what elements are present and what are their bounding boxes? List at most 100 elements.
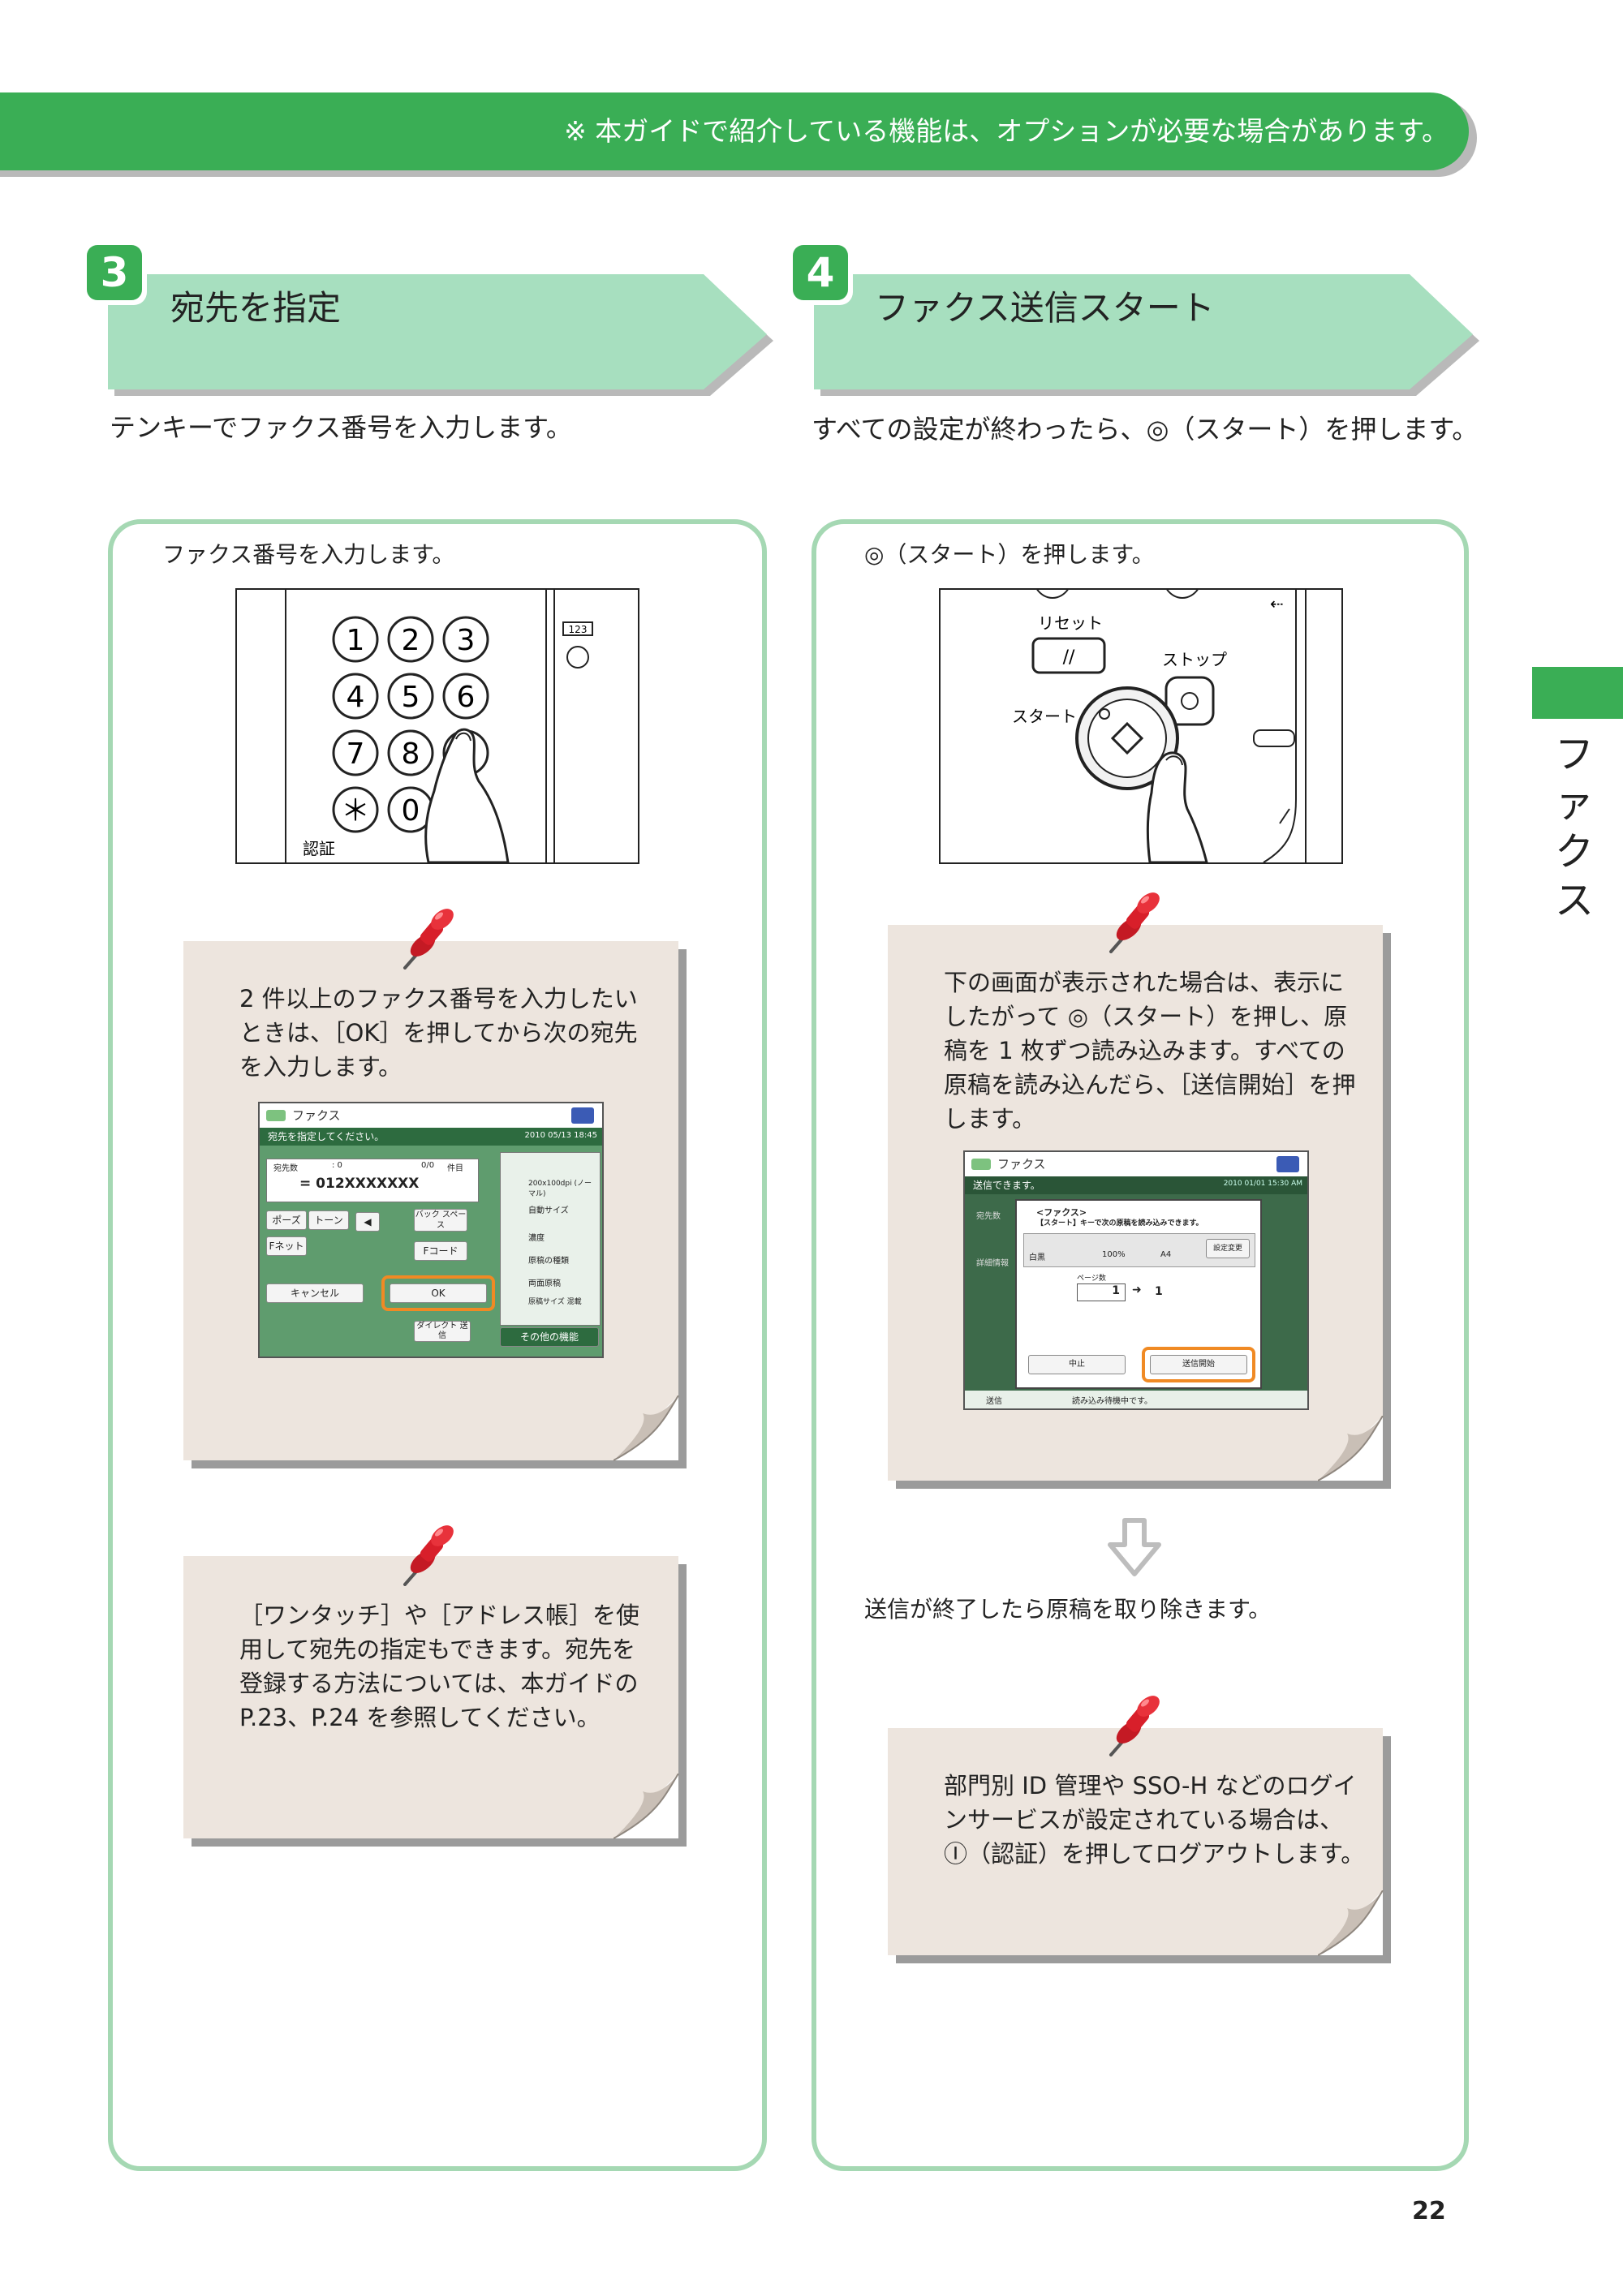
push-pin-icon (403, 1525, 454, 1586)
keypad-key-label: 2 (402, 624, 420, 657)
close-icon (571, 1107, 594, 1124)
number-entry-box: 宛先数 : 0 0/0 件目 = 012XXXXXXX (266, 1159, 479, 1202)
pause-button[interactable]: ポーズ (266, 1210, 307, 1230)
push-pin-icon (1109, 892, 1160, 953)
side-tab-label: ファクス (1550, 730, 1599, 925)
note-curl (1318, 1890, 1384, 1956)
step3-note1-text: 2 件以上のファクス番号を入力したい ときは、［OK］を押してから次の宛先 を入… (239, 982, 661, 1084)
note-line: ときは、［OK］を押してから次の宛先 (239, 1019, 638, 1047)
push-pin-icon (1109, 1696, 1160, 1756)
top-banner (0, 92, 1469, 170)
backspace-button[interactable]: バック スペース (414, 1209, 467, 1232)
keypad-key[interactable] (442, 673, 489, 720)
mixed-size-setting[interactable]: 原稿サイズ 混載 (528, 1298, 582, 1306)
note-line: P.23、P.24 を参照してください。 (239, 1704, 601, 1731)
left-label-dest: 宛先数 (976, 1212, 1001, 1221)
arrow-right-icon: ➜ (1132, 1283, 1142, 1296)
step3-note2-text: ［ワンタッチ］や［アドレス帳］を使 用して宛先の指定もできます。宛先を 登録する… (239, 1598, 661, 1735)
dialog-title: <ファクス> (1036, 1207, 1087, 1218)
note-line: を入力します。 (239, 1053, 403, 1081)
send-highlight (1142, 1347, 1255, 1382)
keypad-illustration: 123 123456789＊0＃ 認証 ク (235, 588, 639, 864)
note-line: Ⓘ（認証）を押してログアウトします。 (944, 1840, 1365, 1868)
duplex-setting[interactable]: 両面原稿 (528, 1279, 561, 1288)
right-settings-column: 200x100dpi (ノーマル) 自動サイズ 濃度 原稿の種類 両面原稿 原稿… (500, 1152, 601, 1326)
other-functions-button[interactable]: その他の機能 (500, 1327, 599, 1347)
push-pin-icon (403, 909, 454, 970)
key-123-label: 123 (569, 624, 588, 635)
keypad-key[interactable] (387, 729, 434, 776)
resolution-setting[interactable]: 200x100dpi (ノーマル) (528, 1180, 592, 1198)
dest-count-label: 宛先数 (273, 1164, 298, 1173)
keypad-key[interactable] (387, 616, 434, 663)
keypad-key[interactable] (442, 616, 489, 663)
note-line: 登録する方法については、本ガイドの (239, 1670, 639, 1697)
keypad-key[interactable] (332, 786, 379, 833)
screen-title: ファクス (965, 1152, 1307, 1176)
step4-note-logout (888, 1728, 1383, 1955)
fax-scan-dialog-screen: ファクス 送信できます。 2010 01/01 15:30 AM 宛先数 詳細情… (963, 1150, 1309, 1410)
screen-title: ファクス (260, 1103, 602, 1128)
note-line: 下の画面が表示された場合は、表示に (944, 969, 1345, 996)
screen-datetime: 2010 05/13 18:45 (524, 1131, 597, 1140)
dialog-message: 【スタート】キーで次の原稿を読み込みできます。 (1036, 1219, 1203, 1228)
page-count: 0/0 (421, 1161, 435, 1170)
cancel-button[interactable]: キャンセル (266, 1283, 364, 1303)
start-sending-button[interactable]: 送信開始 (1150, 1355, 1247, 1374)
step4-note2-text: 部門別 ID 管理や SSO-H などのログイ ンサービスが設定されている場合は… (944, 1769, 1366, 1871)
note-curl (1318, 1416, 1384, 1481)
size-setting[interactable]: 自動サイズ (528, 1206, 569, 1215)
ok-button[interactable]: OK (390, 1283, 487, 1303)
reset-label: リセット (1038, 613, 1103, 633)
back-arrow-button[interactable]: ◀ (355, 1212, 380, 1232)
step4-header (788, 240, 1479, 396)
change-settings-button[interactable]: 設定変更 (1206, 1239, 1250, 1258)
fax-destination-screen: ファクス 宛先を指定してください。 2010 05/13 18:45 宛先数 :… (258, 1102, 604, 1358)
stop-scan-button[interactable]: 中止 (1028, 1355, 1126, 1374)
svg-text:⇠: ⇠ (1270, 594, 1284, 613)
ok-highlight (381, 1275, 495, 1311)
tone-button[interactable]: トーン (308, 1210, 349, 1230)
scan-settings-box: 白黒 100% A4 設定変更 (1023, 1233, 1255, 1267)
fax-screen-icon (266, 1110, 286, 1121)
keypad-key-label: 7 (347, 737, 365, 771)
step4-note1-text: 下の画面が表示された場合は、表示に したがって ◎（スタート）を押し、原 稿を … (944, 965, 1366, 1136)
fcode-button[interactable]: Fコード (414, 1241, 467, 1261)
scan-dialog: <ファクス> 【スタート】キーで次の原稿を読み込みできます。 白黒 100% A… (1015, 1199, 1262, 1389)
paper-size: A4 (1160, 1250, 1172, 1259)
color-mode: 白黒 (1029, 1253, 1045, 1262)
keypad-key-label: 6 (457, 681, 476, 714)
page-unit: 件目 (447, 1164, 463, 1173)
keypad-key-label: 8 (402, 737, 420, 771)
auth-key-label: 認証 (303, 839, 335, 858)
direct-send-button[interactable]: ダイレクト 送信 (414, 1321, 471, 1342)
keypad-key[interactable] (332, 729, 379, 776)
fax-screen-icon (971, 1159, 991, 1170)
left-label-detail: 詳細情報 (976, 1259, 1009, 1268)
step3-description: テンキーでファクス番号を入力します。 (110, 412, 572, 443)
keypad-key[interactable] (332, 616, 379, 663)
dest-count: : 0 (332, 1161, 342, 1170)
original-type-setting[interactable]: 原稿の種類 (528, 1257, 569, 1266)
fnet-button[interactable]: Fネット (266, 1236, 307, 1256)
density-setting[interactable]: 濃度 (528, 1234, 545, 1243)
footer-status: 読み込み待機中です。 (1072, 1397, 1152, 1406)
keypad-key-label: 1 (347, 624, 365, 657)
pages-to: 1 (1155, 1285, 1163, 1298)
step3-panel-caption: ファクス番号を入力します。 (162, 541, 455, 568)
side-tab-char: ス (1554, 878, 1594, 923)
keypad-key[interactable] (332, 673, 379, 720)
keypad-key[interactable] (387, 673, 434, 720)
note-line: します。 (944, 1105, 1036, 1133)
step4-number: 4 (806, 249, 835, 296)
keypad-key-label: 0 (402, 794, 420, 828)
step3-number: 3 (100, 249, 129, 296)
start-label: スタート (1012, 707, 1077, 726)
side-tab-marker[interactable] (1532, 667, 1623, 719)
note-line: ［ワンタッチ］や［アドレス帳］を使 (239, 1602, 640, 1629)
after-send-text: 送信が終了したら原稿を取り除きます。 (864, 1596, 1272, 1623)
step3-header (82, 240, 773, 396)
side-tab-char: ァ (1554, 780, 1594, 826)
keypad-key-label: ＊ (341, 794, 370, 828)
arrow-down-icon (1108, 1518, 1161, 1576)
